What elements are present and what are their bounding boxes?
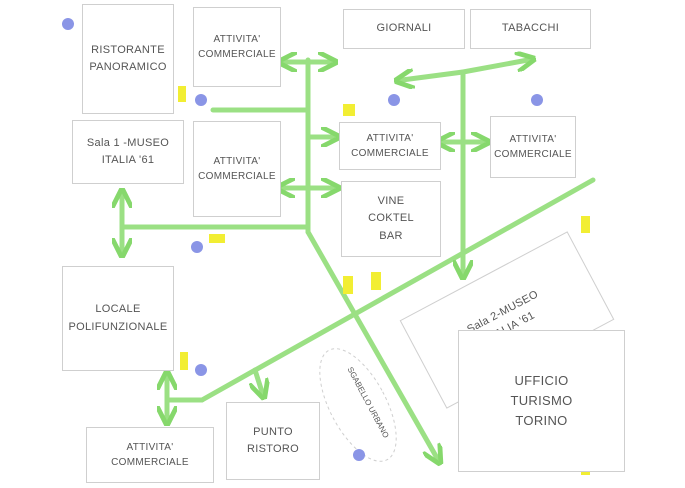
info-point-icon (388, 94, 400, 106)
info-point-icon (191, 241, 203, 253)
marker-icon (180, 352, 188, 370)
area-locale-polifunzionale[interactable]: LOCALE POLIFUNZIONALE (62, 266, 174, 371)
marker-icon (343, 276, 353, 294)
area-attivita-commerciale-left[interactable]: ATTIVITA' COMMERCIALE (193, 121, 281, 217)
marker-icon (581, 216, 590, 233)
marker-icon (209, 234, 225, 243)
info-point-icon (195, 94, 207, 106)
route-to-giornali (402, 72, 466, 80)
info-point-icon (531, 94, 543, 106)
marker-icon (371, 272, 381, 290)
area-attivita-commerciale-top[interactable]: ATTIVITA' COMMERCIALE (193, 7, 281, 87)
area-ufficio-turismo-torino[interactable]: UFFICIO TURISMO TORINO (458, 330, 625, 472)
area-attivita-commerciale-bottom[interactable]: ATTIVITA' COMMERCIALE (86, 427, 214, 483)
area-attivita-commerciale-center[interactable]: ATTIVITA' COMMERCIALE (339, 122, 441, 170)
info-point-icon (195, 364, 207, 376)
sgabello-outline (319, 348, 397, 462)
info-point-icon (353, 449, 365, 461)
area-sala1-museo[interactable]: Sala 1 -MUSEO ITALIA '61 (72, 120, 184, 184)
marker-icon (343, 104, 355, 116)
area-ristorante-panoramico[interactable]: RISTORANTE PANORAMICO (82, 4, 174, 114)
route-diagonal-main (305, 229, 437, 458)
area-punto-ristoro[interactable]: PUNTO RISTORO (226, 402, 320, 480)
area-vine-coktel-bar[interactable]: VINE COKTEL BAR (341, 181, 441, 257)
info-point-icon (62, 18, 74, 30)
route-diagonal-long (199, 177, 596, 403)
area-tabacchi[interactable]: TABACCHI (470, 9, 591, 49)
area-attivita-commerciale-right[interactable]: ATTIVITA' COMMERCIALE (490, 116, 576, 178)
marker-icon (178, 86, 186, 102)
route-to-tabacchi (460, 60, 528, 75)
route-to-punto-ristoro (255, 367, 262, 392)
area-giornali[interactable]: GIORNALI (343, 9, 465, 49)
